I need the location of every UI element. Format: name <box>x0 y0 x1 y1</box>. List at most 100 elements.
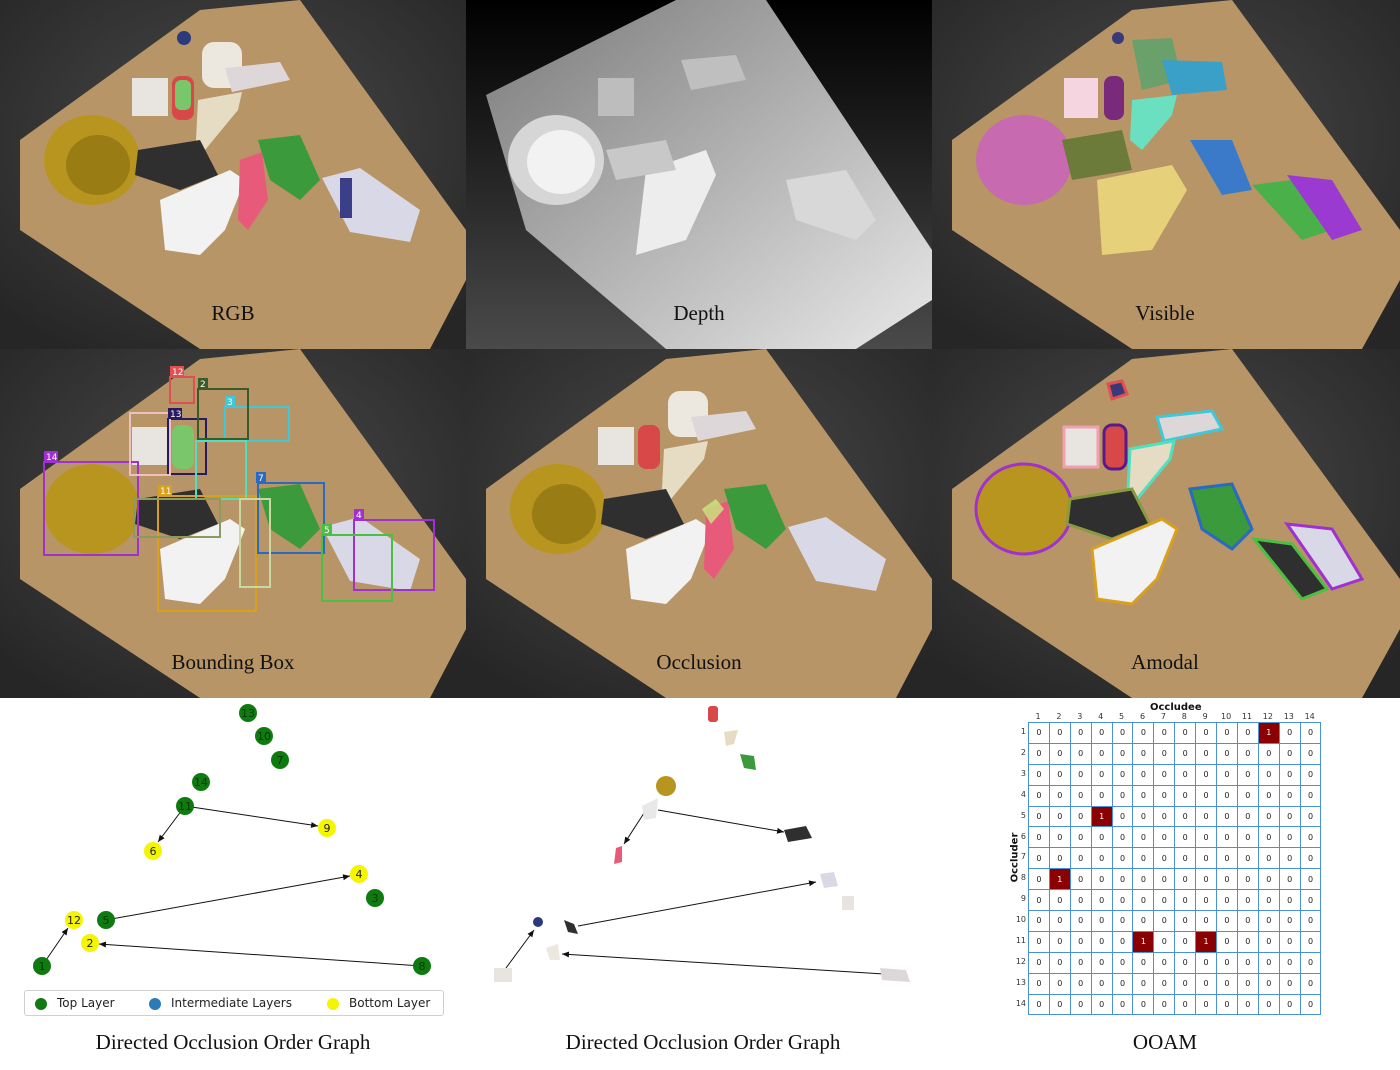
matrix-cell: 0 <box>1278 805 1301 828</box>
graph-node: 12 <box>67 914 81 927</box>
matrix-cell: 0 <box>1028 826 1050 849</box>
matrix-cell: 0 <box>1174 972 1197 995</box>
matrix-cell: 0 <box>1195 993 1218 1016</box>
matrix-cell: 0 <box>1195 910 1218 932</box>
matrix-cell: 0 <box>1132 742 1155 765</box>
matrix-cell: 1 <box>1048 868 1071 891</box>
matrix-cell: 0 <box>1195 742 1218 765</box>
amodal-panel: Amodal <box>932 349 1400 698</box>
matrix-cell: 0 <box>1069 910 1092 932</box>
matrix-cell: 0 <box>1236 742 1259 765</box>
matrix-cell: 0 <box>1069 763 1092 786</box>
occlusion-image: Occlusion <box>466 349 932 698</box>
matrix-cell: 0 <box>1195 972 1218 995</box>
matrix-cell: 0 <box>1236 722 1259 744</box>
matrix-cell: 0 <box>1236 910 1259 932</box>
matrix-cell: 0 <box>1028 889 1050 912</box>
matrix-cell: 0 <box>1028 805 1050 828</box>
matrix-cell: 1 <box>1090 805 1113 828</box>
matrix-cell: 0 <box>1069 784 1092 807</box>
matrix-cell: 0 <box>1299 763 1322 786</box>
graph-svg: 13 10 7 14 11 9 6 4 3 12 5 2 1 8 <box>33 704 431 975</box>
matrix-cell: 0 <box>1028 972 1050 995</box>
matrix-cell: 0 <box>1236 930 1259 953</box>
column-header: 5 <box>1119 712 1125 721</box>
matrix-cell: 0 <box>1111 805 1134 828</box>
matrix-cell: 0 <box>1132 847 1155 870</box>
matrix-cell: 0 <box>1216 784 1238 807</box>
matrix-cell: 0 <box>1257 784 1280 807</box>
matrix-cell: 0 <box>1132 826 1155 849</box>
matrix-cell: 0 <box>1195 763 1218 786</box>
matrix-cell: 0 <box>1299 972 1322 995</box>
column-header: 7 <box>1160 712 1166 721</box>
ooam-caption: OOAM <box>1132 1030 1198 1054</box>
matrix-cell: 0 <box>1090 910 1113 932</box>
matrix-cell: 0 <box>1048 805 1071 828</box>
matrix-cell: 0 <box>1174 763 1197 786</box>
bbox-label: 3 <box>227 398 233 408</box>
bbox-3 <box>224 406 290 442</box>
matrix-cell: 0 <box>1028 868 1050 891</box>
bbox-11 <box>157 495 257 612</box>
matrix-cell: 0 <box>1299 784 1322 807</box>
column-header: 6 <box>1139 712 1146 721</box>
matrix-cell: 0 <box>1090 722 1113 744</box>
matrix-cell: 0 <box>1278 951 1301 974</box>
matrix-cell: 0 <box>1174 722 1197 744</box>
column-header: 4 <box>1098 712 1104 721</box>
matrix-cell: 0 <box>1278 722 1301 744</box>
bbox-2 <box>197 388 249 440</box>
row-header: 13 <box>1015 977 1026 987</box>
matrix-cell: 0 <box>1153 847 1176 870</box>
matrix-cell: 0 <box>1111 742 1134 765</box>
matrix-cell: 0 <box>1153 868 1176 891</box>
matrix-cell: 0 <box>1028 722 1050 744</box>
legend-top: Top Layer <box>35 995 115 1011</box>
matrix-cell: 0 <box>1048 993 1071 1016</box>
graph-node: 9 <box>324 822 331 835</box>
matrix-cell: 0 <box>1174 826 1197 849</box>
matrix-cell: 0 <box>1153 930 1176 953</box>
row-header: 6 <box>1020 831 1026 841</box>
matrix-cell: 0 <box>1216 847 1238 870</box>
bbox-panel: 14 11 7 4 5 13 3 2 12 Bounding Box <box>0 349 466 698</box>
matrix-cell: 0 <box>1216 763 1238 786</box>
matrix-cell: 0 <box>1299 826 1322 849</box>
matrix-cell: 0 <box>1132 951 1155 974</box>
matrix-cell: 0 <box>1111 972 1134 995</box>
matrix-cell: 0 <box>1048 951 1071 974</box>
rgb-panel: RGB <box>0 0 466 349</box>
row-header: 14 <box>1015 998 1026 1008</box>
bbox-caption: Bounding Box <box>171 650 295 674</box>
matrix-cell: 0 <box>1278 930 1301 953</box>
matrix-cell: 0 <box>1028 951 1050 974</box>
matrix-cell: 0 <box>1195 805 1218 828</box>
matrix-cell: 0 <box>1069 951 1092 974</box>
column-header: 9 <box>1202 712 1208 721</box>
graph-node: 6 <box>150 845 157 858</box>
row-header: 4 <box>1020 789 1026 799</box>
matrix-cell: 0 <box>1236 993 1259 1016</box>
occludee-label: Occludee <box>1150 702 1202 713</box>
matrix-cell: 0 <box>1216 993 1238 1016</box>
row-header: 3 <box>1020 768 1026 778</box>
matrix-cell: 0 <box>1257 742 1280 765</box>
matrix-cell: 0 <box>1236 826 1259 849</box>
matrix-cell: 0 <box>1216 972 1238 995</box>
matrix-cell: 0 <box>1048 910 1071 932</box>
visible-caption: Visible <box>1135 301 1194 325</box>
matrix-cell: 0 <box>1216 930 1238 953</box>
matrix-cell: 0 <box>1153 742 1176 765</box>
matrix-cell: 0 <box>1174 951 1197 974</box>
matrix-cell: 0 <box>1090 951 1113 974</box>
row-header: 7 <box>1020 852 1026 862</box>
row-header: 9 <box>1020 894 1026 904</box>
matrix-cell: 0 <box>1069 847 1092 870</box>
matrix-cell: 0 <box>1090 993 1113 1016</box>
row-header: 1 <box>1020 727 1026 736</box>
matrix-cell: 0 <box>1236 951 1259 974</box>
graph-node: 8 <box>419 960 426 973</box>
matrix-cell: 0 <box>1153 826 1176 849</box>
